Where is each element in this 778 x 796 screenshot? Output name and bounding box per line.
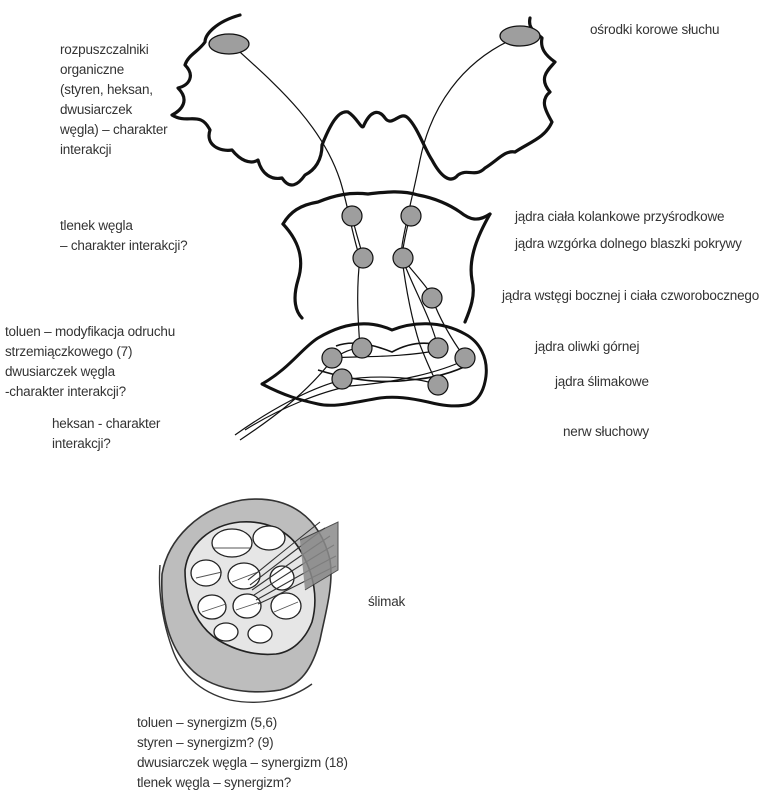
label-auditory-nerve: nerw słuchowy	[563, 422, 649, 442]
label-cochlea: ślimak	[368, 592, 405, 612]
cochlea-illustration	[160, 499, 339, 702]
medial-geniculate-left	[342, 206, 362, 226]
superior-olive-left	[352, 338, 372, 358]
cochlear-nucleus-right	[428, 375, 448, 395]
label-carbon-monoxide: tlenek węgla – charakter interakcji?	[60, 216, 187, 256]
cortical-center-left	[209, 34, 249, 54]
fiber-tracts	[229, 36, 520, 440]
superior-olive-left-outer	[322, 348, 342, 368]
cortical-center-right	[500, 26, 540, 46]
label-cochlear-nuclei: jądra ślimakowe	[555, 372, 649, 392]
superior-olive-right	[428, 338, 448, 358]
label-superior-olive: jądra oliwki górnej	[535, 337, 639, 357]
label-synergism-list: toluen – synergizm (5,6) styren – synerg…	[137, 713, 348, 793]
label-inferior-colliculus: jądra wzgórka dolnego blaszki pokrywy	[515, 234, 742, 254]
label-toluene-cs2: toluen – modyfikacja odruchu strzemiączk…	[5, 322, 175, 402]
inferior-colliculus-left	[353, 248, 373, 268]
label-lateral-lemniscus: jądra wstęgi bocznej i ciała czworoboczn…	[502, 286, 759, 306]
label-cortical-centers: ośrodki korowe słuchu	[590, 20, 719, 40]
label-organic-solvents: rozpuszczalniki organiczne (styren, heks…	[60, 40, 167, 160]
brainstem-left-edge	[283, 224, 302, 318]
lateral-lemniscus-nucleus	[422, 288, 442, 308]
label-medial-geniculate: jądra ciała kolankowe przyśrodkowe	[515, 207, 724, 227]
cochlear-nucleus-left	[332, 369, 352, 389]
brainstem-outline	[283, 192, 490, 224]
brainstem-right-edge	[465, 214, 490, 322]
label-hexane: heksan - charakter interakcji?	[52, 414, 160, 454]
medial-geniculate-right	[401, 206, 421, 226]
cochlear-nucleus-right-outer	[455, 348, 475, 368]
inferior-colliculus-right	[393, 248, 413, 268]
